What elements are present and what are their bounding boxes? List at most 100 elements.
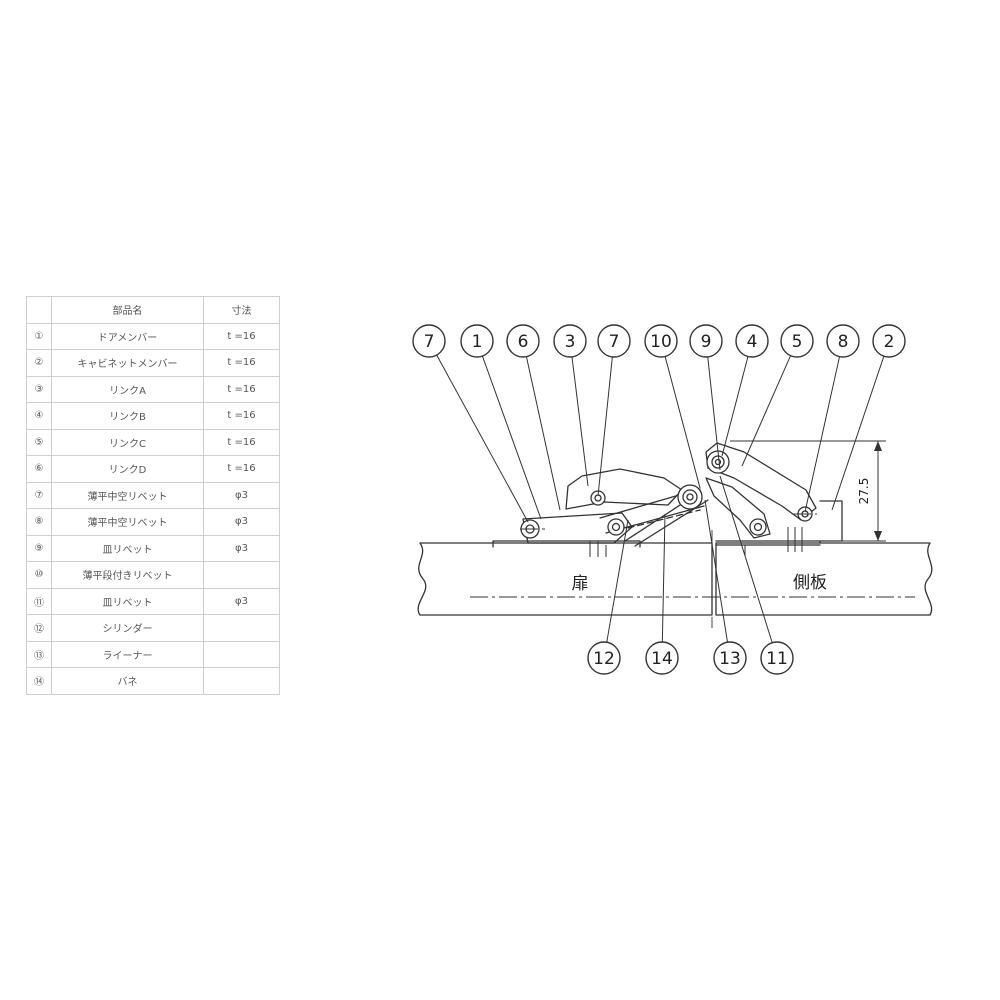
- callout-top: 4: [735, 324, 769, 358]
- callout-top-leader: [664, 356, 701, 489]
- callout-top-number: 7: [424, 332, 435, 352]
- callout-top: 8: [826, 324, 860, 358]
- callout-top-number: 3: [565, 332, 576, 352]
- callout-top: 6: [506, 324, 540, 358]
- link-b: [705, 477, 771, 539]
- callout-top-circle: [826, 324, 860, 358]
- callout-bottom-circle: [713, 641, 747, 675]
- callout-top-circle: [597, 324, 631, 358]
- mark-side: [744, 527, 803, 556]
- callout-bottom-circle: [645, 641, 679, 675]
- callout-top-circle: [553, 324, 587, 358]
- part-number: ②: [26, 349, 52, 377]
- mark-door: [589, 541, 607, 557]
- callout-bottom: 13: [713, 641, 747, 675]
- callout-top: 2: [872, 324, 906, 358]
- callout-top-leader: [597, 356, 613, 497]
- callout-bottom-leader: [704, 499, 728, 643]
- link-d: [522, 512, 633, 544]
- callout-bottom-number: 13: [719, 649, 741, 669]
- door-member: [492, 540, 641, 548]
- door-panel: [417, 542, 713, 616]
- spring: [627, 509, 701, 529]
- callout-bottom-leader: [606, 519, 629, 643]
- part-dimension: t =16: [203, 322, 280, 350]
- callout-top: 10: [644, 324, 678, 358]
- part-name: キャビネットメンバー: [51, 349, 204, 377]
- part-name: リンクC: [51, 428, 204, 456]
- callout-top-number: 1: [472, 332, 483, 352]
- part-dimension: t =16: [203, 455, 280, 483]
- door-label: 扉: [572, 574, 589, 594]
- part-dimension: t =16: [203, 375, 280, 403]
- part-number: ⑬: [26, 640, 52, 668]
- callout-bottom: 12: [587, 641, 621, 675]
- callout-top-leader: [741, 355, 792, 467]
- callout-top-number: 2: [884, 332, 895, 352]
- part-name: ドアメンバー: [51, 322, 204, 350]
- callout-top-circle: [689, 324, 723, 358]
- part-name: バネ: [51, 667, 204, 695]
- callout-top: 7: [597, 324, 631, 358]
- callout-top-number: 7: [609, 332, 620, 352]
- callout-bottom-number: 11: [766, 649, 788, 669]
- side-panel-label: 側板: [793, 573, 827, 593]
- callout-bottom: 11: [760, 641, 794, 675]
- callout-top-circle: [412, 324, 446, 358]
- callout-bottom-circle: [587, 641, 621, 675]
- callout-top-leader: [571, 356, 589, 487]
- dimension-label: 27.5: [857, 478, 871, 505]
- part-number: ①: [26, 322, 52, 350]
- part-name: 皿リベット: [51, 587, 204, 615]
- callout-bottom: 14: [645, 641, 679, 675]
- part-dimension: t =16: [203, 428, 280, 456]
- callout-top-number: 4: [747, 332, 758, 352]
- callout-bottom-number: 14: [651, 649, 673, 669]
- callout-bottom-circle: [760, 641, 794, 675]
- callout-top: 9: [689, 324, 723, 358]
- part-dimension: φ3: [203, 481, 280, 509]
- callout-top-circle: [644, 324, 678, 358]
- callout-top-circle: [780, 324, 814, 358]
- callout-top-leader: [525, 356, 561, 511]
- link-a: [565, 468, 683, 510]
- callout-top-number: 10: [650, 332, 672, 352]
- callout-top-number: 5: [792, 332, 803, 352]
- part-dimension: φ3: [203, 508, 280, 536]
- callout-top-leader: [481, 355, 542, 520]
- part-dimension: [203, 561, 280, 589]
- callout-bottom-number: 12: [593, 649, 615, 669]
- callout-top: 5: [780, 324, 814, 358]
- part-number: ③: [26, 375, 52, 403]
- callout-top-circle: [735, 324, 769, 358]
- side-panel: [715, 542, 933, 616]
- part-dimension: φ3: [203, 534, 280, 562]
- callout-top-number: 6: [518, 332, 529, 352]
- callout-top: 3: [553, 324, 587, 358]
- callout-top-leader: [707, 356, 721, 471]
- part-dimension: t =16: [203, 402, 280, 430]
- callout-top-number: 8: [838, 332, 849, 352]
- callout-top-leader: [831, 356, 885, 511]
- callout-top-leader: [804, 356, 841, 513]
- part-dimension: [203, 667, 280, 695]
- part-name: 皿リベット: [51, 534, 204, 562]
- callout-top-number: 9: [701, 332, 712, 352]
- callout-bottom-leader: [719, 475, 773, 643]
- callout-top-leader: [721, 356, 749, 457]
- callout-top: 1: [460, 324, 494, 358]
- part-dimension: φ3: [203, 587, 280, 615]
- callout-bottom-leader: [661, 513, 666, 643]
- part-name: リンクD: [51, 455, 204, 483]
